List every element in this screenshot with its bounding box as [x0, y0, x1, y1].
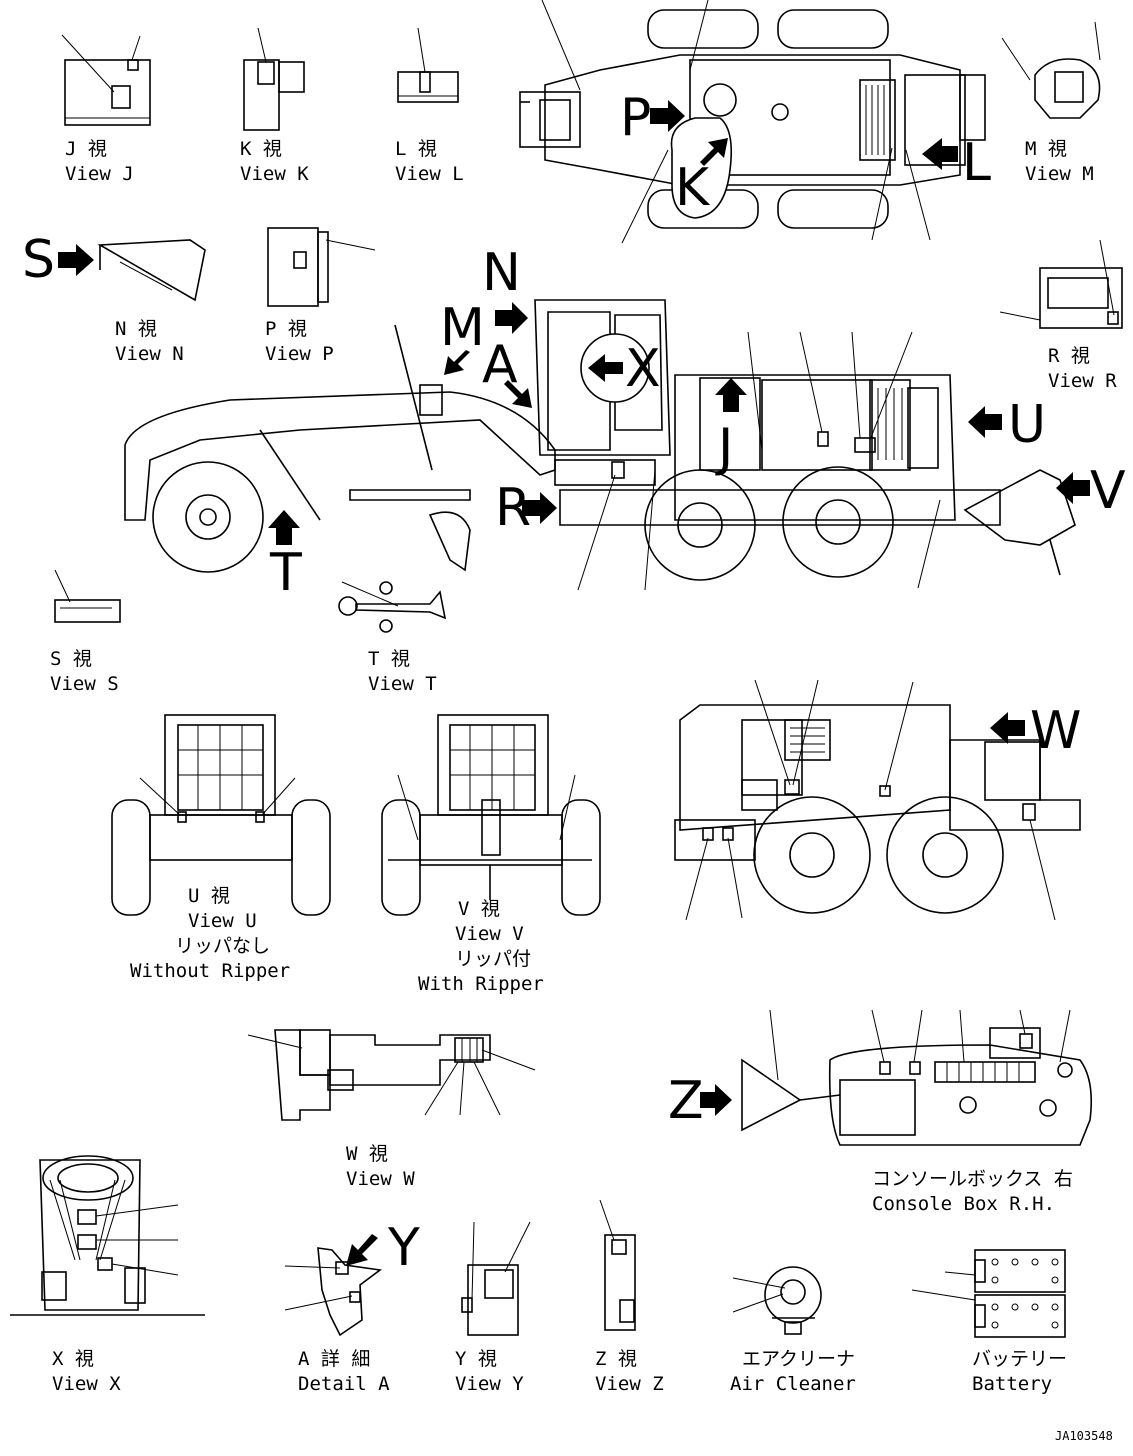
view-w-drawing — [247, 1029, 536, 1121]
view-y-label-jp: Y 視 — [455, 1348, 497, 1370]
console-box-label-jp: コンソールボックス 右 — [872, 1168, 1073, 1190]
view-r-label-en: View R — [1048, 370, 1117, 392]
rear-side-view — [674, 679, 1081, 921]
view-u-label-en: View U — [188, 910, 257, 932]
arrow-y: Y — [346, 1218, 420, 1278]
view-v-label-en2: With Ripper — [418, 973, 544, 995]
svg-text:N: N — [482, 243, 521, 303]
detail-a-label-en: Detail A — [298, 1373, 390, 1395]
battery-drawing — [911, 1249, 1066, 1338]
svg-text:U: U — [1008, 395, 1046, 455]
view-n-label-en: View N — [115, 343, 184, 365]
view-p-label-en: View P — [265, 343, 334, 365]
view-w-label-en: View W — [346, 1168, 415, 1190]
view-u-label-en2: Without Ripper — [130, 960, 290, 982]
arrow-k: K — [675, 138, 728, 218]
detail-a-drawing — [284, 1247, 383, 1337]
arrow-v: V — [1056, 461, 1126, 521]
view-t-label-jp: T 視 — [368, 648, 410, 670]
svg-text:L: L — [962, 133, 991, 193]
svg-text:M: M — [440, 298, 485, 358]
arrow-z: Z — [668, 1071, 732, 1131]
view-v-label-jp2: リッパ付 — [455, 948, 531, 970]
drawing-code: JA103548 — [1055, 1429, 1113, 1443]
arrow-p: P — [620, 88, 685, 148]
view-r-label-jp: R 視 — [1048, 345, 1090, 367]
arrow-s: S — [22, 230, 94, 290]
air-cleaner-label-jp: エアクリーナ — [742, 1348, 855, 1370]
view-n-drawing — [97, 239, 206, 302]
view-x-label-en: View X — [52, 1373, 121, 1395]
view-w-label-jp: W 視 — [346, 1143, 388, 1165]
view-m-drawing — [1001, 21, 1101, 119]
arrow-r: R — [495, 478, 557, 538]
view-p-drawing — [267, 227, 376, 307]
view-m-label-en: View M — [1025, 163, 1094, 185]
view-m-label-jp: M 視 — [1025, 138, 1067, 160]
arrow-a: A — [482, 335, 532, 408]
console-box-drawing — [741, 1009, 1093, 1146]
view-n-label-jp: N 視 — [115, 318, 157, 340]
air-cleaner-drawing — [732, 1266, 822, 1335]
arrow-w: W — [990, 701, 1081, 761]
view-v-drawing — [381, 714, 601, 916]
svg-text:Y: Y — [387, 1218, 420, 1278]
arrow-l: L — [922, 133, 991, 193]
view-z-label-en: View Z — [595, 1373, 664, 1395]
view-l-drawing — [397, 27, 459, 103]
view-l-label-en: View L — [395, 163, 464, 185]
view-k-label-en: View K — [240, 163, 309, 185]
svg-text:P: P — [620, 88, 651, 148]
svg-text:W: W — [1030, 701, 1081, 761]
view-s-drawing — [54, 569, 121, 623]
view-y-drawing — [461, 1221, 531, 1336]
view-z-drawing — [599, 1199, 636, 1331]
svg-text:X: X — [625, 339, 661, 399]
battery-label-jp: バッテリー — [972, 1348, 1067, 1370]
view-v-label-en: View V — [455, 923, 524, 945]
view-t-label-en: View T — [368, 673, 437, 695]
view-u-label-jp2: リッパなし — [175, 935, 270, 957]
view-p-label-jp: P 視 — [265, 318, 307, 340]
air-cleaner-label-en: Air Cleaner — [730, 1373, 856, 1395]
arrow-n: N — [482, 243, 528, 334]
view-l-label-jp: L 視 — [395, 138, 437, 160]
battery-label-en: Battery — [972, 1373, 1052, 1395]
svg-text:Z: Z — [668, 1071, 704, 1131]
view-v-label-jp: V 視 — [458, 898, 500, 920]
svg-text:K: K — [675, 158, 711, 218]
console-box-label-en: Console Box R.H. — [872, 1193, 1055, 1215]
arrow-t: T — [268, 510, 302, 603]
arrow-x: X — [580, 333, 661, 403]
top-plan-view — [519, 0, 986, 244]
svg-text:J: J — [715, 418, 733, 478]
main-side-view — [124, 299, 1076, 591]
svg-text:S: S — [22, 230, 55, 290]
arrow-m: M — [440, 298, 485, 375]
svg-text:T: T — [269, 543, 302, 603]
view-y-label-en: View Y — [455, 1373, 524, 1395]
arrow-j: J — [715, 378, 747, 478]
view-k-label-jp: K 視 — [240, 138, 282, 160]
view-u-drawing — [111, 714, 331, 916]
view-u-label-jp: U 視 — [188, 885, 230, 907]
view-s-label-en: View S — [50, 673, 119, 695]
svg-text:V: V — [1090, 461, 1126, 521]
view-j-label-jp: J 視 — [65, 138, 107, 160]
view-j-label-en: View J — [65, 163, 134, 185]
view-r-drawing — [999, 239, 1123, 329]
view-t-drawing — [338, 581, 447, 633]
view-x-label-jp: X 視 — [52, 1348, 94, 1370]
view-x-drawing — [10, 1155, 205, 1316]
detail-a-label-jp: A 詳 細 — [298, 1348, 370, 1370]
view-s-label-jp: S 視 — [50, 648, 92, 670]
arrow-u: U — [968, 395, 1046, 455]
view-z-label-jp: Z 視 — [595, 1348, 637, 1370]
view-k-drawing — [243, 27, 305, 131]
view-j-drawing — [61, 34, 151, 126]
